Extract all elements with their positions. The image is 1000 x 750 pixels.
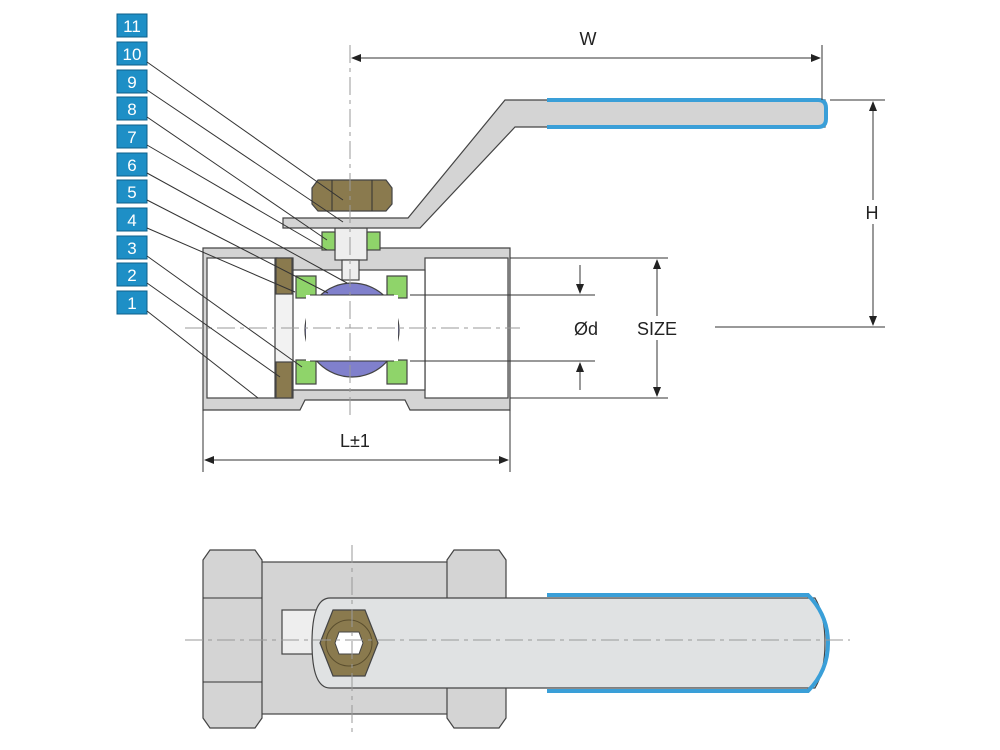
svg-text:8: 8 <box>127 100 136 119</box>
dim-w: W <box>580 29 597 49</box>
handle-grip-top <box>547 593 831 693</box>
svg-text:10: 10 <box>123 45 142 64</box>
packing-r <box>366 231 381 251</box>
svg-text:6: 6 <box>127 156 136 175</box>
dim-size: SIZE <box>637 319 677 339</box>
label-3: 3 <box>116 235 148 260</box>
label-5: 5 <box>116 179 148 204</box>
svg-text:4: 4 <box>127 211 136 230</box>
section-view <box>185 45 828 420</box>
seat-right-bottom <box>386 359 408 385</box>
label-2: 2 <box>116 262 148 287</box>
stem-nut <box>311 179 393 212</box>
label-1: 1 <box>116 290 148 315</box>
svg-text:5: 5 <box>127 183 136 202</box>
svg-text:9: 9 <box>127 73 136 92</box>
stem <box>334 227 368 261</box>
svg-text:3: 3 <box>127 239 136 258</box>
label-8: 8 <box>116 96 148 121</box>
label-11: 11 <box>116 13 148 38</box>
part-labels: 11 10 9 8 7 6 5 4 3 2 1 <box>116 13 348 399</box>
seat-left-bottom <box>295 359 317 385</box>
handle-top <box>311 597 826 689</box>
label-6: 6 <box>116 152 148 177</box>
svg-text:2: 2 <box>127 266 136 285</box>
body-left-hex <box>202 549 263 729</box>
label-7: 7 <box>116 124 148 149</box>
svg-text:7: 7 <box>127 128 136 147</box>
packing <box>321 231 336 251</box>
label-10: 10 <box>116 41 148 66</box>
leader-lines <box>146 61 348 399</box>
dim-h: H <box>866 203 879 223</box>
dimensions: W H SIZE Ød L±1 <box>202 29 886 472</box>
svg-text:1: 1 <box>127 294 136 313</box>
label-4: 4 <box>116 207 148 232</box>
gasket-top <box>275 257 293 295</box>
handle-grip <box>547 98 828 129</box>
gasket-bottom <box>275 361 293 399</box>
dim-bore: Ød <box>574 319 598 339</box>
top-view <box>185 545 850 737</box>
label-9: 9 <box>116 69 148 94</box>
dim-length: L±1 <box>340 431 370 451</box>
stem-flat <box>334 631 364 655</box>
svg-text:11: 11 <box>123 17 141 36</box>
